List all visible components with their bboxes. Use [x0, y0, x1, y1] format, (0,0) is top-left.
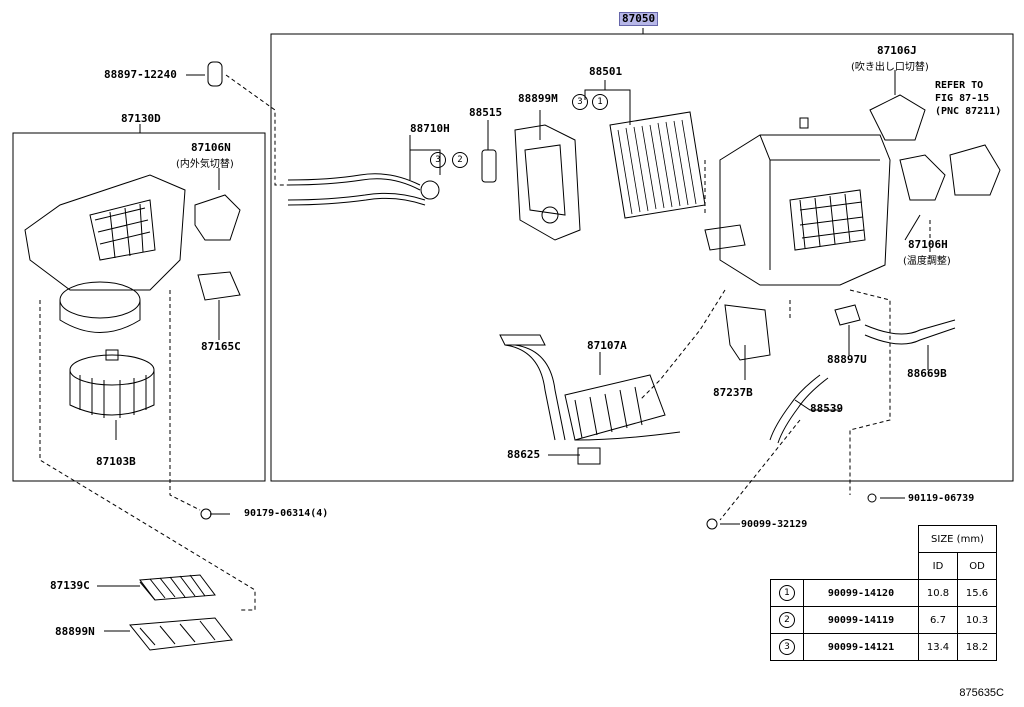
refer-line-3: (PNC 87211) [935, 106, 1002, 117]
part-88897-12240[interactable]: 88897-12240 [104, 68, 177, 81]
part-88501[interactable]: 88501 [589, 65, 623, 78]
size-mark: 1 [779, 585, 795, 601]
size-id: 10.8 [918, 579, 958, 607]
refer-line-2[interactable]: FIG 87-15 [935, 93, 990, 104]
part-87106H[interactable]: 87106H [908, 238, 948, 251]
part-87106J-note: (吹き出し口切替) [851, 62, 929, 73]
size-id: 13.4 [918, 633, 958, 661]
marker-3-88501: 3 [572, 94, 588, 110]
part-88669B[interactable]: 88669B [907, 367, 947, 380]
assembly-part-number[interactable]: 87050 [619, 12, 659, 26]
part-87106N-note: (内外気切替) [176, 159, 234, 170]
marker-2-88710H: 2 [452, 152, 468, 168]
part-87237B[interactable]: 87237B [713, 386, 753, 399]
size-od: 10.3 [957, 606, 997, 634]
part-90179-06314[interactable]: 90179-06314(4) [244, 508, 329, 519]
blower-frame [12, 132, 266, 482]
table-row: 2 90099-14119 6.7 10.3 [770, 606, 997, 634]
part-88539[interactable]: 88539 [810, 402, 844, 415]
size-part-number[interactable]: 90099-14120 [803, 579, 919, 607]
marker-1-88501: 1 [592, 94, 608, 110]
table-row: 1 90099-14120 10.8 15.6 [770, 579, 997, 607]
part-88899N[interactable]: 88899N [55, 625, 95, 638]
part-88710H[interactable]: 88710H [410, 122, 450, 135]
hose-size-table: SIZE (mm) ID OD 1 90099-14120 10.8 15.6 … [770, 525, 997, 661]
part-88625[interactable]: 88625 [507, 448, 541, 461]
size-part-number[interactable]: 90099-14121 [803, 633, 919, 661]
part-87106N[interactable]: 87106N [191, 141, 231, 154]
size-od: 18.2 [957, 633, 997, 661]
size-mark: 2 [779, 612, 795, 628]
table-row: 3 90099-14121 13.4 18.2 [770, 633, 997, 661]
size-table-od-header: OD [957, 552, 997, 580]
part-87106H-note: (温度調整) [903, 256, 951, 267]
size-od: 15.6 [957, 579, 997, 607]
marker-3-88710H: 3 [430, 152, 446, 168]
size-id: 6.7 [918, 606, 958, 634]
part-88515[interactable]: 88515 [469, 106, 503, 119]
figure-code: 875635C [959, 687, 1004, 699]
assembly-frame [270, 33, 1014, 482]
part-87107A[interactable]: 87107A [587, 339, 627, 352]
part-87130D[interactable]: 87130D [121, 112, 161, 125]
part-90119-06739[interactable]: 90119-06739 [908, 493, 975, 504]
part-87103B[interactable]: 87103B [96, 455, 136, 468]
part-87139C[interactable]: 87139C [50, 579, 90, 592]
size-mark: 3 [779, 639, 795, 655]
refer-line-1: REFER TO [935, 80, 984, 91]
part-90099-32129[interactable]: 90099-32129 [741, 519, 808, 530]
part-87106J[interactable]: 87106J [877, 44, 917, 57]
size-table-header: SIZE (mm) [918, 525, 997, 553]
size-table-id-header: ID [918, 552, 958, 580]
part-88897U[interactable]: 88897U [827, 353, 867, 366]
part-87165C[interactable]: 87165C [201, 340, 241, 353]
part-88899M[interactable]: 88899M [518, 92, 558, 105]
size-part-number[interactable]: 90099-14119 [803, 606, 919, 634]
